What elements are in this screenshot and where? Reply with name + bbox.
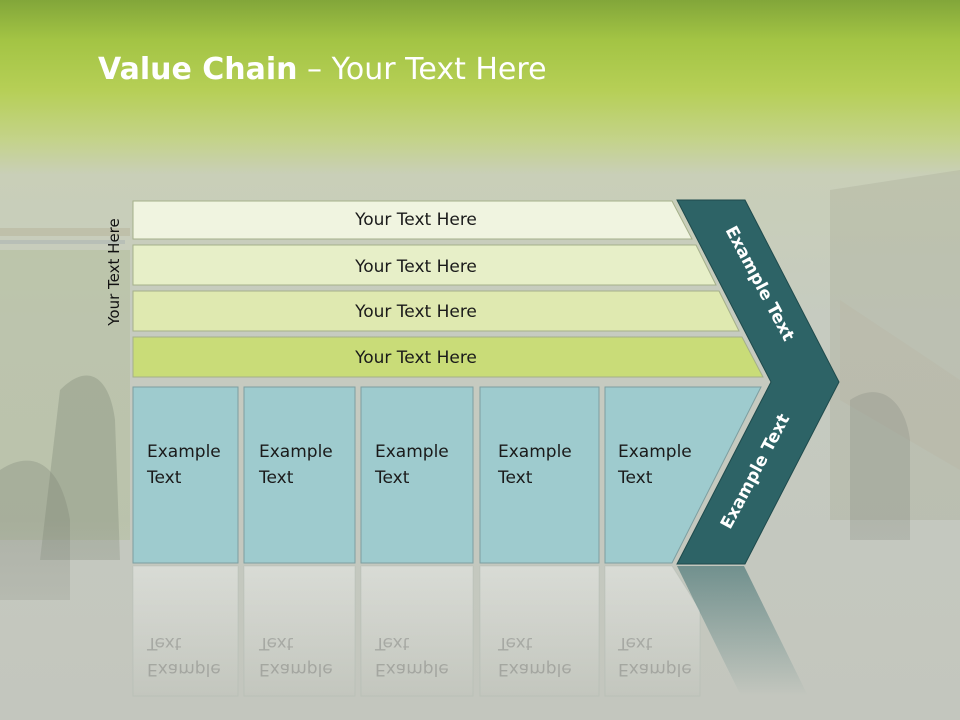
row-band-2 [132, 244, 717, 286]
slide-title: Value Chain – Your Text Here [98, 52, 547, 87]
chevron-arrow [676, 199, 840, 565]
column-box-3 [360, 386, 474, 564]
column-label-1: Example Text [147, 442, 221, 488]
column-box-1 [132, 386, 239, 564]
column-reflection [604, 565, 701, 697]
column-box-5 [604, 386, 762, 564]
row-band-3 [132, 290, 740, 332]
column-reflection [479, 565, 600, 697]
column-label-2: Example Text [259, 442, 333, 488]
row-label-1: Your Text Here [354, 210, 477, 230]
column-reflection [243, 565, 356, 697]
column-label-3: Example Text [375, 442, 449, 488]
column-label-5: Example Text [618, 442, 692, 488]
column-reflection [360, 565, 474, 697]
row-band-1 [132, 200, 693, 240]
row-band-4 [132, 336, 764, 378]
column-reflection [132, 565, 239, 697]
column-box-4 [479, 386, 600, 564]
row-label-2: Your Text Here [354, 257, 477, 277]
row-label-3: Your Text Here [354, 302, 477, 322]
chevron-reflection [677, 566, 808, 696]
column-label-4: Example Text [498, 442, 572, 488]
row-label-4: Your Text Here [354, 348, 477, 368]
column-box-2 [243, 386, 356, 564]
title-rest: – Your Text Here [297, 52, 547, 87]
title-bold: Value Chain [98, 52, 298, 87]
